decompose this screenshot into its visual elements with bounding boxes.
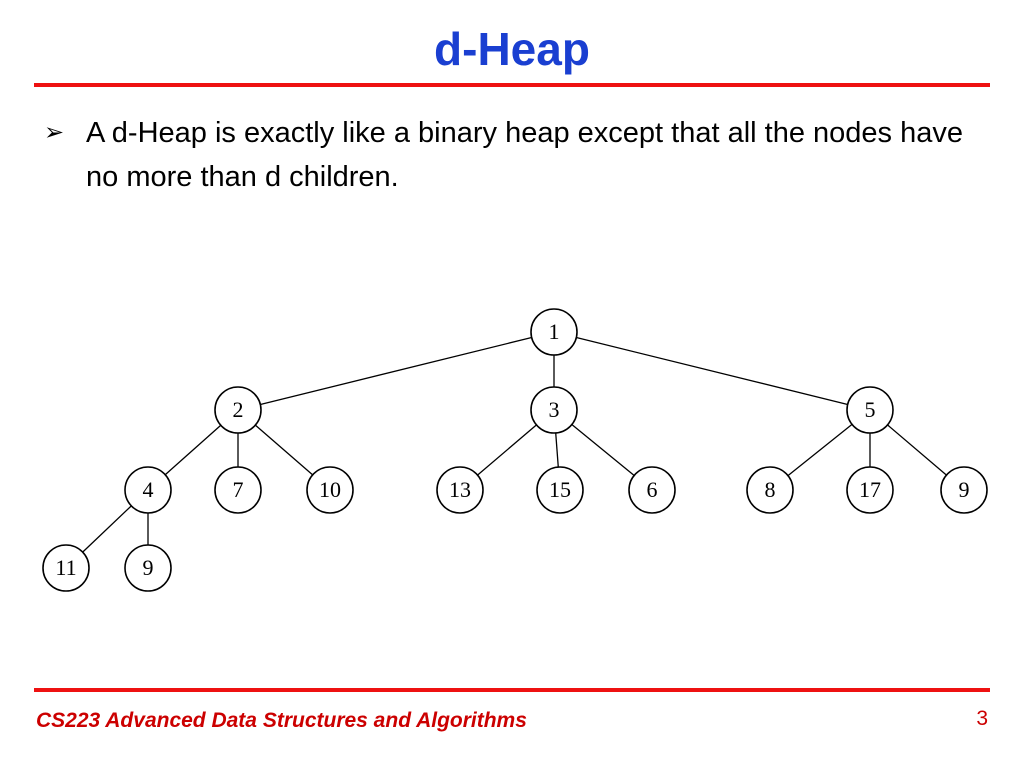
tree-node-circle	[530, 386, 578, 434]
tree-node-label: 4	[143, 477, 154, 502]
slide-title: d-Heap	[434, 23, 590, 75]
tree-node-circle	[214, 386, 262, 434]
tree-node-n7: 7	[214, 466, 262, 514]
tree-node-n5: 5	[846, 386, 894, 434]
tree-edge-n3-n13	[477, 424, 537, 476]
tree-edge-n5-n8	[787, 423, 853, 477]
tree-node-n6: 6	[628, 466, 676, 514]
tree-node-label: 7	[233, 477, 244, 502]
tree-node-circle	[846, 386, 894, 434]
tree-edge-n3-n6	[571, 424, 635, 476]
tree-node-label: 9	[143, 555, 154, 580]
tree-node-circle	[436, 466, 484, 514]
tree-node-circle	[306, 466, 354, 514]
tree-node-label: 8	[765, 477, 776, 502]
tree-edge-n1-n5	[576, 336, 848, 406]
tree-node-label: 6	[647, 477, 658, 502]
tree-node-label: 1	[549, 319, 560, 344]
tree-node-n9b: 9	[124, 544, 172, 592]
tree-node-n9a: 9	[940, 466, 988, 514]
tree-node-n15: 15	[536, 466, 584, 514]
tree-nodes: 1 2 3 5 4 7 10 13 15 6 8 17 9 11 9	[42, 308, 988, 592]
tree-node-circle	[42, 544, 90, 592]
tree-node-circle	[628, 466, 676, 514]
tree-node-n10: 10	[306, 466, 354, 514]
tree-node-label: 11	[55, 555, 76, 580]
tree-node-n11: 11	[42, 544, 90, 592]
tree-node-circle	[214, 466, 262, 514]
tree-node-n8: 8	[746, 466, 794, 514]
title-divider	[34, 83, 990, 87]
bullet-text: A d-Heap is exactly like a binary heap e…	[86, 117, 963, 193]
tree-node-circle	[746, 466, 794, 514]
tree-node-circle	[940, 466, 988, 514]
tree-node-circle	[530, 308, 578, 356]
tree-node-circle	[124, 544, 172, 592]
bullet-item: ➢ A d-Heap is exactly like a binary heap…	[44, 111, 984, 199]
tree-node-label: 10	[319, 477, 341, 502]
tree-edge-n1-n2	[260, 336, 532, 406]
tree-node-circle	[536, 466, 584, 514]
tree-edges	[82, 336, 947, 553]
tree-node-label: 2	[233, 397, 244, 422]
tree-node-label: 15	[549, 477, 571, 502]
tree-node-label: 5	[865, 397, 876, 422]
tree-edge-n4-n11	[82, 505, 132, 553]
tree-node-label: 3	[549, 397, 560, 422]
tree-node-n1: 1	[530, 308, 578, 356]
tree-node-circle	[124, 466, 172, 514]
tree-node-circle	[846, 466, 894, 514]
footer-divider	[34, 688, 990, 692]
tree-node-n4: 4	[124, 466, 172, 514]
tree-edge-n2-n10	[254, 424, 314, 476]
tree-node-label: 9	[959, 477, 970, 502]
tree-node-n13: 13	[436, 466, 484, 514]
tree-node-label: 13	[449, 477, 471, 502]
footer-course-title: CS223 Advanced Data Structures and Algor…	[36, 709, 527, 732]
tree-node-n17: 17	[846, 466, 894, 514]
tree-node-n2: 2	[214, 386, 262, 434]
arrow-bullet-icon: ➢	[44, 119, 65, 146]
tree-edge-n5-n9a	[887, 424, 947, 476]
tree-node-label: 17	[859, 477, 881, 502]
page-number: 3	[976, 707, 988, 730]
tree-node-n3: 3	[530, 386, 578, 434]
tree-edge-n3-n15	[555, 432, 559, 468]
tree-edge-n2-n4	[164, 424, 222, 476]
